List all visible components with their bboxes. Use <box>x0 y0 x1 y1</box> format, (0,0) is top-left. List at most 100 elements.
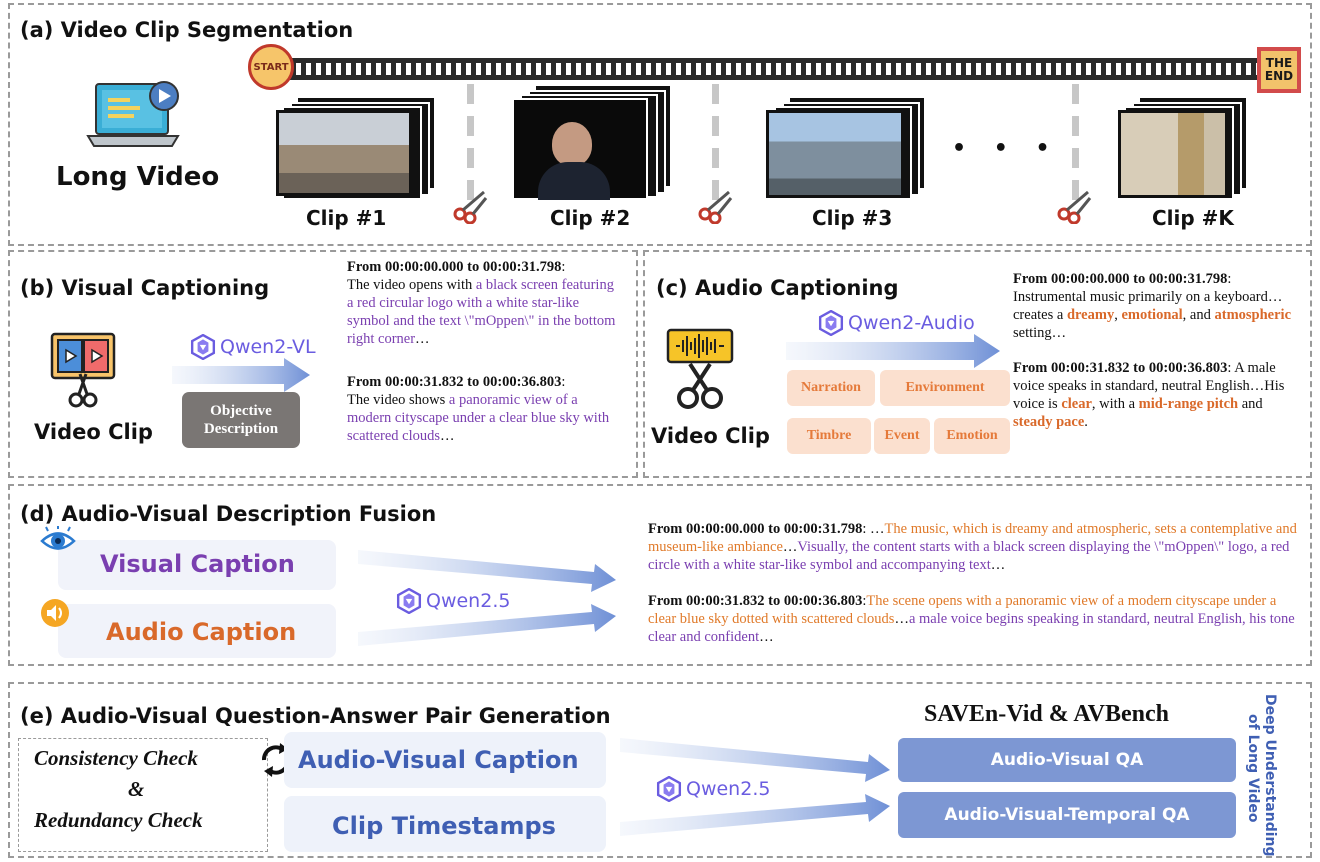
audio-caption-2-k3: steady pace <box>1013 414 1085 430</box>
video-clip-icon <box>48 330 118 410</box>
audio-caption-2-time: From 00:00:31.832 to 00:00:36.803 <box>1013 360 1228 376</box>
fusion-caption-2-visual: a male voice begins speaking in standard… <box>648 611 1295 645</box>
section-d-title: (d) Audio-Visual Description Fusion <box>20 502 437 526</box>
audio-caption-1-d: setting… <box>1013 325 1067 341</box>
visual-caption-label: Visual Caption <box>100 550 295 578</box>
visual-caption-2: From 00:00:31.832 to 00:00:36.803: The v… <box>347 374 610 444</box>
scissors-icon <box>452 188 488 225</box>
section-a-title: (a) Video Clip Segmentation <box>20 18 354 42</box>
visual-caption-pill <box>58 540 336 590</box>
bench-title: SAVEn-Vid & AVBench <box>924 701 1169 727</box>
clip-3-thumb <box>766 98 926 202</box>
qwen2-audio-tag: Qwen2-Audio <box>818 310 975 336</box>
audio-caption-1-b: , <box>1114 307 1122 323</box>
audio-caption-1-k1: dreamy <box>1066 307 1115 323</box>
tag-event: Event <box>874 418 930 454</box>
fusion-caption-2: From 00:00:31.832 to 00:00:36.803:The sc… <box>648 593 1295 645</box>
cut-line-1 <box>467 84 474 204</box>
arrow-d-bottom <box>358 602 618 648</box>
audio-caption-1: From 00:00:00.000 to 00:00:31.798: Instr… <box>1013 271 1291 341</box>
section-b-title: (b) Visual Captioning <box>20 276 270 300</box>
cut-line-3 <box>1072 84 1079 204</box>
clips-ellipsis: • • • <box>952 136 1060 161</box>
audio-caption-1-c: , and <box>1182 307 1215 323</box>
audio-clip-icon <box>666 326 734 412</box>
cut-line-2 <box>712 84 719 204</box>
arrow-c <box>786 334 1002 368</box>
scissors-icon <box>1056 188 1092 225</box>
long-video-label: Long Video <box>56 162 220 192</box>
audio-caption-1-k2: emotional <box>1121 307 1183 323</box>
av-caption-pill <box>284 732 606 788</box>
video-clip-label-b: Video Clip <box>34 420 153 444</box>
audio-caption-2-a: A male voice speaks in standard, neutral… <box>1013 360 1285 412</box>
visual-caption-2-time: From 00:00:31.832 to 00:00:36.803 <box>347 374 562 390</box>
audio-caption-pill <box>58 604 336 658</box>
audio-caption-2-c: and <box>1238 396 1263 412</box>
clip-1-label: Clip #1 <box>306 206 387 230</box>
visual-caption-1-plain: The video opens with <box>347 277 476 293</box>
deep-understanding-label: Deep Understanding of Long Video <box>1245 694 1308 857</box>
tag-environment: Environment <box>880 370 1010 406</box>
fusion-caption-2-mid: … <box>894 611 909 627</box>
visual-caption-1-end: … <box>415 331 430 347</box>
clip-1-thumb <box>276 98 436 200</box>
section-b-frame <box>8 250 638 478</box>
fusion-caption-1-lead: : … <box>862 521 885 537</box>
end-label-2: END <box>1264 69 1294 83</box>
audio-caption-1-a: Instrumental music primarily on a keyboa… <box>1013 289 1283 323</box>
scissors-icon <box>697 188 733 225</box>
start-badge: START <box>248 44 294 90</box>
audio-caption-2: From 00:00:31.832 to 00:00:36.803: A mal… <box>1013 360 1285 430</box>
qwen-logo-icon <box>190 334 216 360</box>
eye-icon <box>40 525 76 556</box>
speaker-icon <box>40 598 70 628</box>
fusion-caption-1-visual: Visually, the content starts with a blac… <box>648 539 1290 573</box>
qwen-logo-icon <box>818 310 844 336</box>
objective-description-box: Objective Description <box>182 392 300 448</box>
objective-label-1: Objective <box>210 403 272 419</box>
visual-caption-1-highlight: a black screen featuring a red circular … <box>347 277 616 347</box>
arrow-b <box>172 358 312 392</box>
avt-qa-box: Audio-Visual-Temporal QA <box>898 792 1236 838</box>
audio-caption-1-k3: atmospheric <box>1214 307 1291 323</box>
audio-caption-label: Audio Caption <box>106 618 297 646</box>
fusion-caption-1-mid: … <box>782 539 798 555</box>
tag-timbre: Timbre <box>787 418 871 454</box>
visual-caption-1-time: From 00:00:00.000 to 00:00:31.798 <box>347 259 562 275</box>
deep-understanding-line-2: of Long Video <box>1245 714 1261 823</box>
tag-emotion: Emotion <box>934 418 1010 454</box>
section-d-frame <box>8 484 1312 666</box>
end-label-1: THE <box>1265 56 1293 70</box>
laptop-video-icon <box>86 76 190 152</box>
video-clip-label-c: Video Clip <box>651 424 770 448</box>
timestamps-pill <box>284 796 606 852</box>
ampersand-label: & <box>128 777 145 801</box>
start-label: START <box>253 61 289 73</box>
arrow-d-top <box>358 546 618 596</box>
fusion-caption-1-end: … <box>990 557 1006 573</box>
check-box <box>18 738 268 852</box>
qwen25-tag-e: Qwen2.5 <box>656 776 770 802</box>
section-e-title: (e) Audio-Visual Question-Answer Pair Ge… <box>20 704 611 728</box>
arrow-e-top <box>620 734 892 786</box>
clip-k-thumb <box>1118 98 1248 200</box>
fusion-caption-2-audio: The scene opens with a panoramic view of… <box>648 593 1277 627</box>
clip-k-label: Clip #K <box>1152 206 1234 230</box>
qwen2-audio-label: Qwen2-Audio <box>848 312 975 334</box>
objective-label-2: Description <box>203 421 279 437</box>
audio-caption-1-time: From 00:00:00.000 to 00:00:31.798 <box>1013 271 1228 287</box>
av-qa-box: Audio-Visual QA <box>898 738 1236 782</box>
fusion-caption-2-time: From 00:00:31.832 to 00:00:36.803 <box>648 593 863 609</box>
visual-caption-1: From 00:00:00.000 to 00:00:31.798: The v… <box>347 259 616 347</box>
clip-2-thumb <box>512 86 672 200</box>
qwen25-tag-d: Qwen2.5 <box>396 588 510 614</box>
qwen25-label-e: Qwen2.5 <box>686 778 771 800</box>
audio-caption-2-k1: clear <box>1061 396 1092 412</box>
visual-caption-2-end: … <box>440 428 455 444</box>
deep-understanding-line-1: Deep Understanding <box>1262 694 1278 857</box>
section-e-frame <box>8 682 1312 858</box>
fusion-caption-1: From 00:00:00.000 to 00:00:31.798: …The … <box>648 520 1300 574</box>
tag-narration: Narration <box>787 370 875 406</box>
section-a-frame <box>8 3 1312 246</box>
